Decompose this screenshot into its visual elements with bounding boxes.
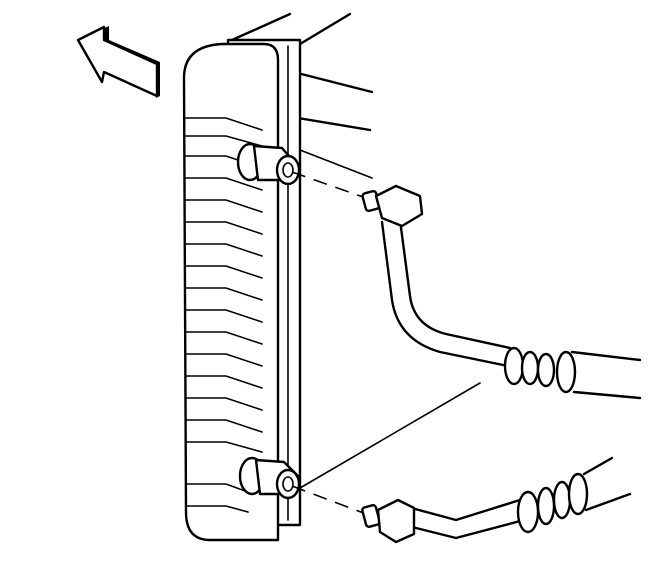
cooler-fitting-upper bbox=[236, 142, 301, 186]
alignment-line-lower bbox=[291, 485, 367, 515]
direction-arrow-icon bbox=[76, 25, 160, 98]
cooler-line-lower bbox=[361, 456, 632, 544]
cooler-line-upper bbox=[361, 184, 642, 400]
radiator-core bbox=[230, 12, 481, 489]
cooler-fitting-lower bbox=[238, 456, 301, 500]
alignment-line-upper bbox=[291, 171, 367, 199]
